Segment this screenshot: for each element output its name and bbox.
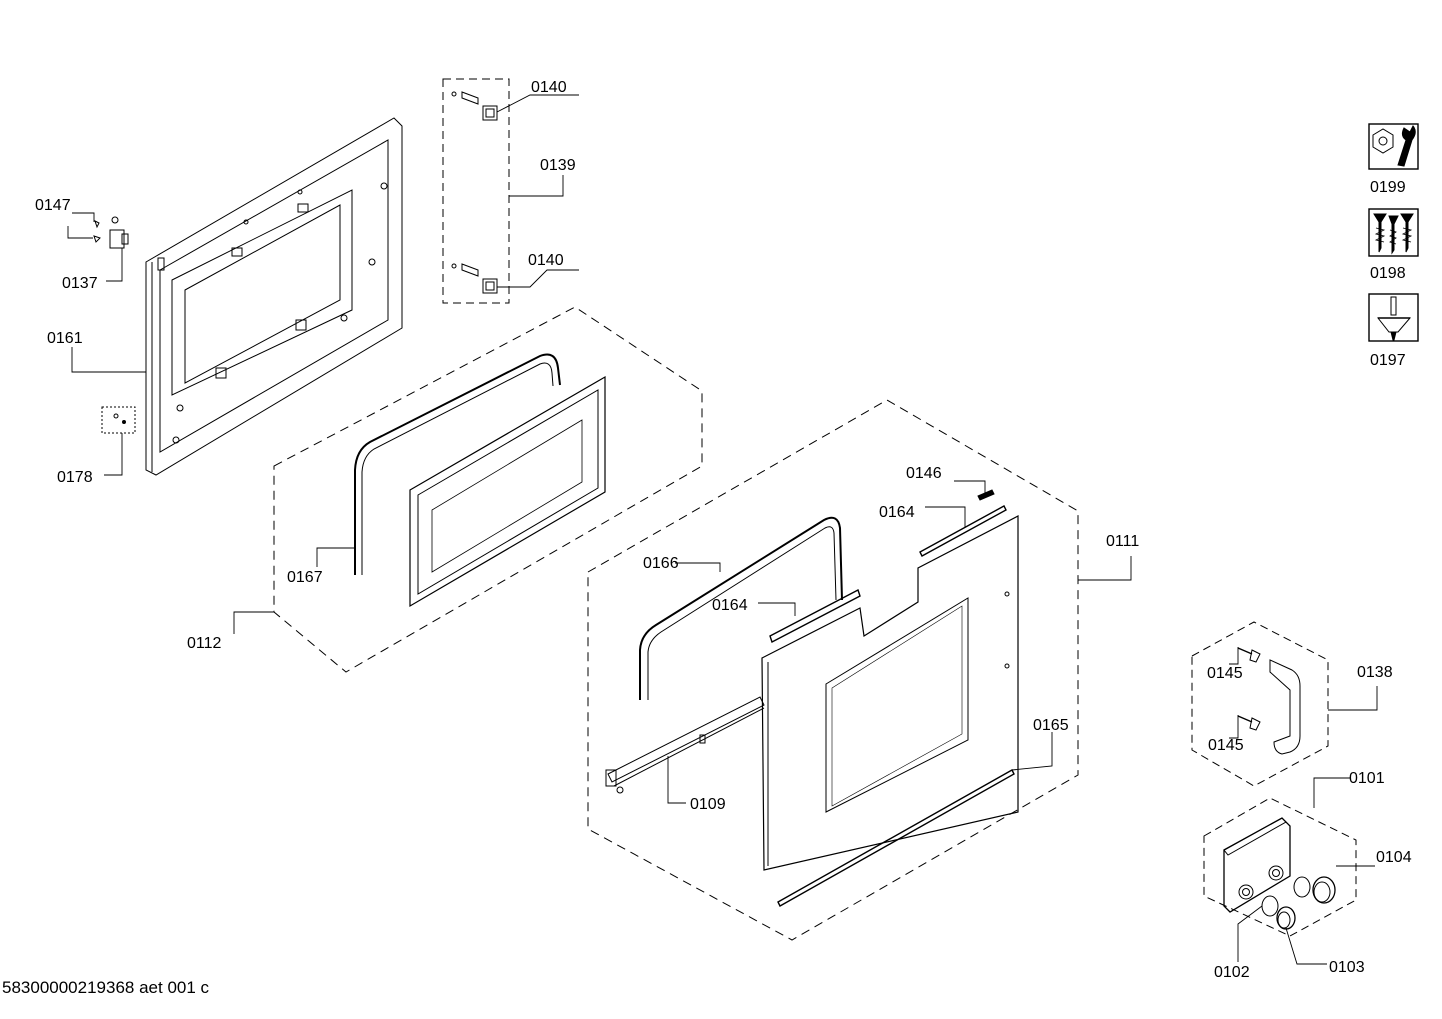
wrench-nut-icon — [1368, 123, 1419, 170]
glass-panel-0112-inner — [417, 389, 599, 595]
callout-labels: 0140 0139 0140 0147 0137 0161 0178 0167 … — [35, 79, 1412, 981]
door-frame-0161-glass — [184, 204, 341, 384]
front-glass-0111-window — [825, 597, 969, 813]
glass-panel-0112-window — [431, 419, 583, 573]
label-0140-lower: 0140 — [528, 252, 564, 269]
label-0161: 0161 — [47, 330, 83, 347]
rail-0109 — [605, 696, 765, 794]
screw-0145-lower — [1237, 715, 1261, 731]
hinge-part-upper — [451, 91, 498, 121]
strip-0165 — [777, 769, 1015, 907]
label-0111: 0111 — [1106, 533, 1139, 550]
knob-0103 — [1276, 906, 1296, 930]
glass-panel-0112 — [409, 375, 606, 608]
screw-0145-upper — [1237, 647, 1261, 663]
label-0165: 0165 — [1033, 717, 1069, 734]
screw-0147 — [93, 220, 101, 243]
label-0166: 0166 — [643, 555, 679, 572]
label-0109: 0109 — [690, 796, 726, 813]
group-0111-outline — [587, 399, 1079, 941]
label-0199: 0199 — [1370, 179, 1406, 196]
label-0145-upper: 0145 — [1207, 665, 1243, 682]
ring-0104-b — [1293, 876, 1311, 898]
gasket-0166-inner — [647, 526, 837, 700]
label-0164-lower: 0164 — [712, 597, 748, 614]
label-0178: 0178 — [57, 469, 93, 486]
gasket-0167 — [354, 353, 561, 575]
front-glass-0111-window-inner — [831, 605, 963, 807]
bracket-0137 — [109, 216, 129, 249]
group-0112-outline — [273, 306, 703, 673]
strip-0164-upper — [919, 505, 1007, 557]
label-0112: 0112 — [187, 635, 222, 652]
ring-0102 — [1261, 895, 1279, 917]
front-glass-0111 — [761, 515, 1019, 871]
gasket-0167-inner — [361, 362, 554, 575]
label-0146: 0146 — [906, 465, 942, 482]
label-0198: 0198 — [1370, 265, 1406, 282]
strip-0164-lower — [769, 588, 861, 644]
label-0102: 0102 — [1214, 964, 1250, 981]
label-0139: 0139 — [540, 157, 576, 174]
label-0147: 0147 — [35, 197, 71, 214]
hinge-part-lower — [451, 263, 498, 294]
label-0104: 0104 — [1376, 849, 1412, 866]
part-0178-box — [101, 406, 136, 434]
gasket-0166 — [639, 516, 843, 700]
label-0145-lower: 0145 — [1208, 737, 1244, 754]
door-frame-0161 — [145, 117, 403, 476]
label-0140-upper: 0140 — [531, 79, 567, 96]
leader-lines — [67, 94, 1378, 965]
label-0164-upper: 0164 — [879, 504, 915, 521]
label-0167: 0167 — [287, 569, 323, 586]
door-frame-0161-inner — [159, 139, 389, 453]
group-0138-outline — [1191, 621, 1329, 787]
drawing-number: 58300000219368 aet 001 c — [2, 978, 210, 997]
door-frame-0161-window — [171, 189, 353, 396]
label-0197: 0197 — [1370, 352, 1406, 369]
handle-0138 — [1269, 659, 1301, 755]
label-0138: 0138 — [1357, 664, 1393, 681]
screws-icon — [1368, 208, 1419, 257]
label-0137: 0137 — [62, 275, 98, 292]
screwdriver-bit-icon — [1368, 293, 1419, 342]
label-0103: 0103 — [1329, 959, 1365, 976]
strip-0146 — [977, 489, 995, 501]
knob-0104 — [1312, 876, 1336, 904]
label-0101: 0101 — [1349, 770, 1385, 787]
group-0139-outline — [442, 78, 510, 304]
control-panel-0101 — [1223, 817, 1291, 913]
